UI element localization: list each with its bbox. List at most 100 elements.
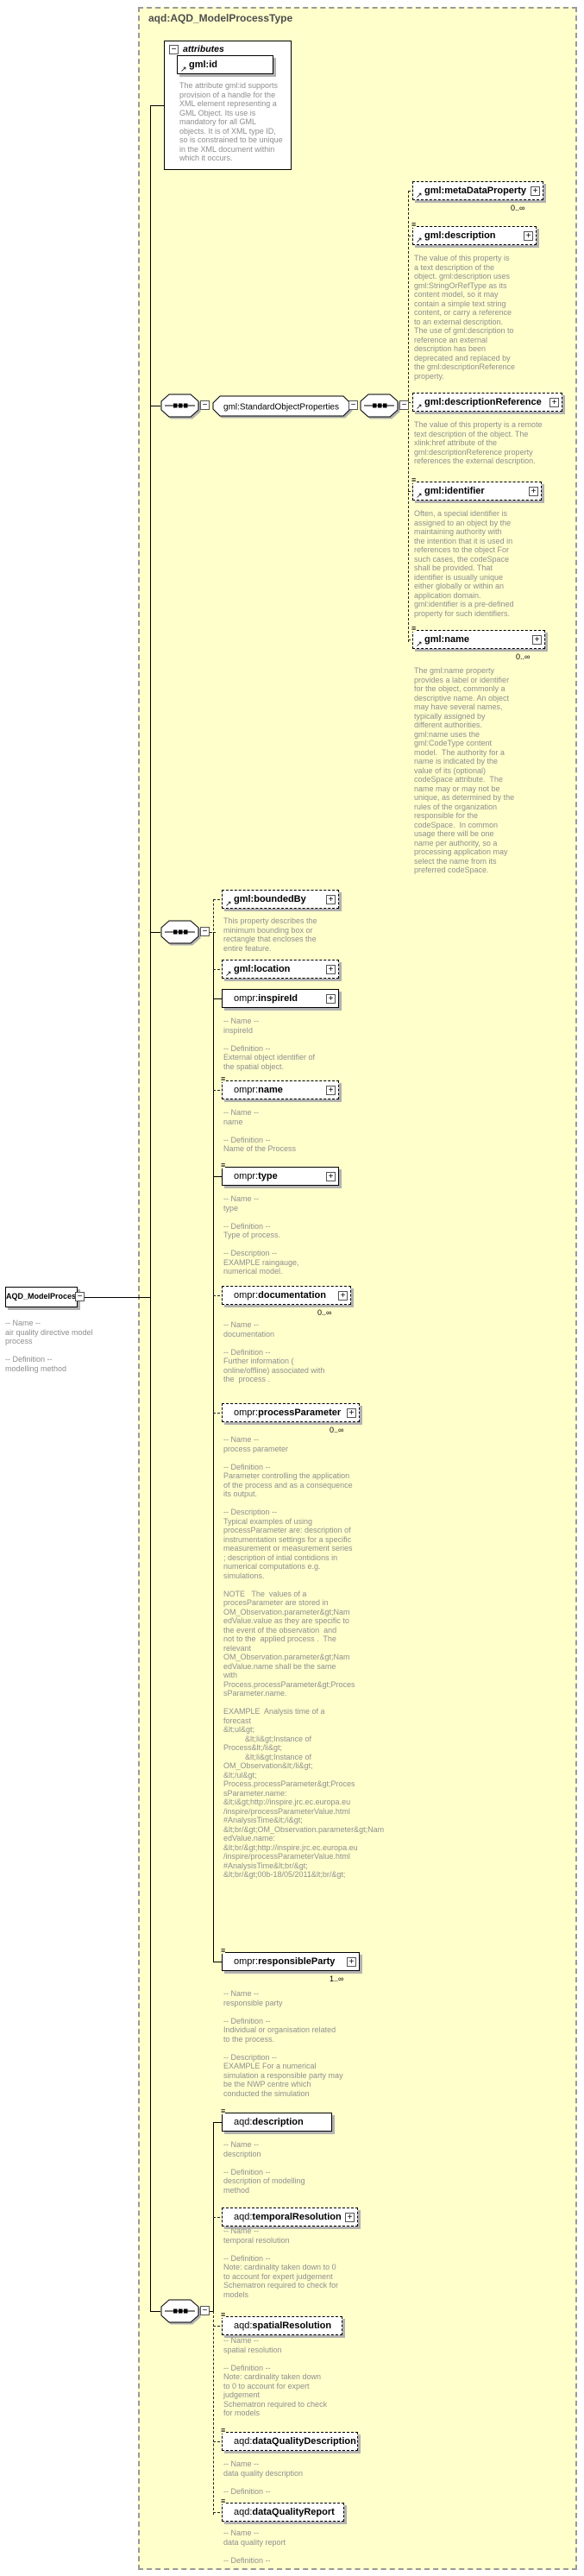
connector-line (150, 932, 160, 933)
connector-line (213, 1295, 224, 1296)
element-label: ompr:documentation (234, 1290, 326, 1301)
expand-button[interactable]: + (529, 487, 538, 496)
root-element-label: AQD_ModelProcess (6, 1292, 81, 1301)
connector-line (213, 2326, 224, 2327)
element-label-local: metaDataProperty (444, 186, 526, 196)
connector-line (213, 899, 224, 900)
connector-line (85, 1297, 150, 1298)
element-label-local: descriptionReference (444, 397, 542, 407)
connector-line (213, 2512, 224, 2513)
element-label-prefix: gml: (424, 186, 445, 196)
element-ompr-responsibleParty[interactable]: ompr:responsibleParty≡+ (221, 1947, 360, 1971)
expand-button[interactable]: + (326, 965, 336, 974)
element-label: gml:identifier (424, 486, 485, 496)
expand-button[interactable]: + (532, 635, 542, 645)
element-gml-boundedBy[interactable]: gml:boundedBy↗ + (222, 890, 339, 909)
group-ref-standardobjectproperties[interactable]: gml:StandardObjectProperties (212, 395, 352, 418)
connector-line (210, 932, 216, 933)
element-annotation: -- Name -- inspireId -- Definition -- Ex… (223, 1017, 316, 1071)
element-ompr-type[interactable]: ompr:type≡+ (221, 1162, 339, 1186)
collapse-button[interactable]: − (200, 400, 210, 410)
collapse-button[interactable]: − (200, 2306, 210, 2315)
element-aqd-description[interactable]: aqd:description≡ (221, 2107, 332, 2132)
element-aqd-dataQualityDescription[interactable]: aqd:dataQualityDescription≡ (221, 2427, 358, 2451)
connector-line (213, 969, 224, 970)
element-label-prefix: ompr: (234, 1290, 259, 1301)
element-label: aqd:dataQualityDescription (234, 2436, 356, 2447)
element-ompr-inspireId[interactable]: ompr:inspireId + (222, 989, 339, 1008)
global-reference-icon: ↗ (416, 639, 423, 648)
expand-button[interactable]: + (345, 2213, 355, 2222)
expand-button[interactable]: + (347, 1408, 356, 1418)
element-gml-descriptionReference[interactable]: gml:descriptionReference↗+ (412, 393, 562, 412)
sequence-compositor-icon (160, 394, 199, 422)
connector-line (408, 402, 415, 403)
element-label: gml:descriptionReference (424, 397, 542, 407)
expand-button[interactable]: + (531, 186, 540, 196)
element-label: ompr:name (234, 1085, 283, 1095)
connector-line (408, 491, 415, 492)
element-aqd-spatialResolution[interactable]: aqd:spatialResolution≡ (221, 2311, 342, 2335)
element-label-prefix: ompr: (234, 993, 259, 1004)
attribute-annotation: The attribute gml:id supports provision … (179, 81, 283, 162)
element-label: gml:metaDataProperty (424, 186, 526, 196)
global-reference-icon: ↗ (180, 65, 187, 73)
element-ompr-name[interactable]: ompr:name≡+ (221, 1075, 339, 1099)
root-collapse-button[interactable]: − (75, 1292, 85, 1301)
element-label-prefix: gml: (234, 964, 254, 974)
expand-button[interactable]: + (326, 895, 336, 904)
element-gml-identifier[interactable]: gml:identifier↗≡+ (411, 476, 542, 501)
element-label-prefix: aqd: (234, 2321, 253, 2331)
global-reference-icon: ↗ (416, 491, 423, 500)
element-label-local: inspireId (258, 993, 298, 1004)
element-ompr-documentation[interactable]: ompr:documentation + (222, 1286, 351, 1305)
sequence-compositor-icon (160, 2299, 199, 2327)
expand-button[interactable]: + (326, 994, 336, 1004)
svg-text:gml:StandardObjectProperties: gml:StandardObjectProperties (223, 403, 339, 413)
attributes-collapse-button[interactable]: − (169, 45, 179, 54)
expand-button[interactable]: + (524, 231, 533, 241)
element-aqd-dataQualityReport[interactable]: aqd:dataQualityReport≡ (221, 2497, 344, 2522)
collapse-button[interactable]: − (200, 927, 210, 936)
element-gml-description[interactable]: gml:description↗≡+ (411, 221, 537, 245)
element-label: gml:location (234, 964, 290, 974)
element-label: ompr:processParameter (234, 1408, 341, 1418)
element-label: ompr:type (234, 1171, 278, 1181)
root-element-aqd-modelprocess[interactable]: AQD_ModelProcess (5, 1287, 81, 1307)
element-label: gml:boundedBy (234, 894, 306, 904)
cardinality-label: 0..∞ (516, 652, 531, 661)
element-label-local: name (258, 1085, 283, 1095)
element-aqd-temporalResolution[interactable]: aqd:temporalResolution+ (222, 2208, 358, 2226)
expand-button[interactable]: + (347, 1957, 356, 1967)
element-annotation: -- Name -- temporal resolution -- Defini… (223, 2226, 339, 2299)
cardinality-label: 0..∞ (330, 1426, 344, 1434)
element-annotation: -- Name -- data quality report -- Defini… (223, 2529, 286, 2565)
element-annotation: -- Name -- data quality description -- D… (223, 2459, 304, 2496)
element-label-prefix: aqd: (234, 2436, 253, 2447)
element-annotation: The value of this property is a text des… (414, 254, 516, 381)
element-label-prefix: gml: (424, 486, 445, 496)
element-label-prefix: gml: (234, 894, 254, 904)
collapse-button[interactable]: − (399, 400, 409, 410)
connector-line (213, 2217, 224, 2218)
element-gml-location[interactable]: gml:location↗+ (222, 960, 339, 979)
expand-button[interactable]: + (326, 1172, 336, 1181)
expand-button[interactable]: + (326, 1086, 336, 1095)
global-reference-icon: ↗ (225, 899, 232, 908)
expand-button[interactable]: + (338, 1291, 348, 1301)
element-gml-metaDataProperty[interactable]: gml:metaDataProperty↗+ (412, 181, 543, 200)
element-label-local: type (258, 1171, 278, 1181)
connector-line (150, 2311, 160, 2312)
expand-button[interactable]: + (549, 398, 559, 407)
element-annotation: -- Name -- process parameter -- Definiti… (223, 1435, 385, 1879)
sequence-compositor-icon (360, 394, 399, 422)
element-label-local: temporalResolution (252, 2212, 342, 2222)
collapse-button[interactable]: − (349, 400, 358, 410)
connector-line (150, 105, 164, 106)
element-ompr-processParameter[interactable]: ompr:processParameter + (222, 1403, 360, 1422)
attribute-gml-id[interactable]: gml:id ↗ (177, 55, 273, 74)
connector-line (213, 1090, 224, 1091)
element-gml-name[interactable]: gml:name↗≡+ (411, 625, 545, 649)
attribute-label: gml:id (189, 60, 218, 70)
connector-line (408, 191, 409, 642)
